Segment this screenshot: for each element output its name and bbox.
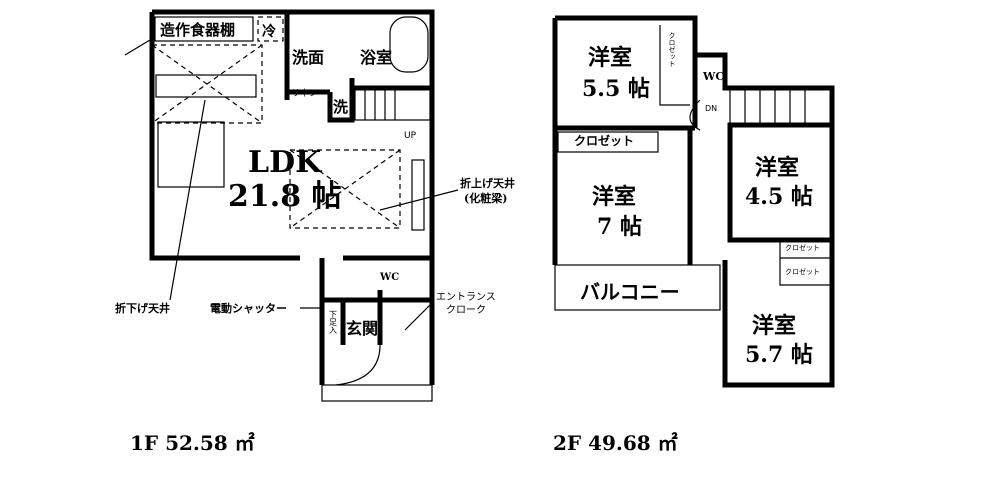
label-room3: 洋室 [755,155,799,181]
label-room4: 洋室 [752,313,796,339]
label-closet2: クロゼット [574,133,634,148]
label-entrance: 玄関 [346,319,378,338]
label-cupboard: 造作食器棚 [160,21,235,39]
note-cloak-2: クローク [446,304,486,316]
floor2-plan [552,15,835,388]
floor1-plan [124,9,459,402]
label-room1-size: 5.5 帖 [582,76,650,102]
note-shutter: 電動シャッター [210,301,287,315]
note-raised-ceiling: 折上げ天井 [460,176,515,190]
note-lowered-ceiling: 折下げ天井 [115,301,170,315]
floor1-area: 1F 52.58 ㎡ [130,431,255,455]
label-fridge: 冷 [262,23,276,40]
label-bathroom: 浴室 [360,48,392,67]
note-raised-ceiling-sub: (化粧梁) [464,191,507,205]
label-room2-size: 7 帖 [597,214,642,240]
label-balcony: バルコニー [580,280,680,304]
label-closet4: クロゼット [785,267,820,276]
label-linen: リネン [291,88,318,99]
label-room3-size: 4.5 帖 [745,184,813,210]
label-ldk: LDK [248,145,322,180]
label-closet1: クロゼット [668,32,676,67]
label-washer: 洗 [333,98,348,116]
label-room2: 洋室 [592,184,636,210]
label-dn: DN [705,104,717,113]
label-wc-2f: WC [702,70,724,83]
label-up: UP [404,131,417,141]
label-closet3: クロゼット [785,243,820,252]
floor2-area: 2F 49.68 ㎡ [553,431,678,455]
label-washroom: 洗面 [292,48,324,67]
note-cloak-1: エントランス [436,291,496,303]
label-shoe: 下足入 [329,310,338,334]
label-room1: 洋室 [588,45,632,71]
label-ldk-size: 21.8 帖 [228,179,342,214]
label-room4-size: 5.7 帖 [745,342,813,368]
label-wc-1f: WC [379,272,399,283]
